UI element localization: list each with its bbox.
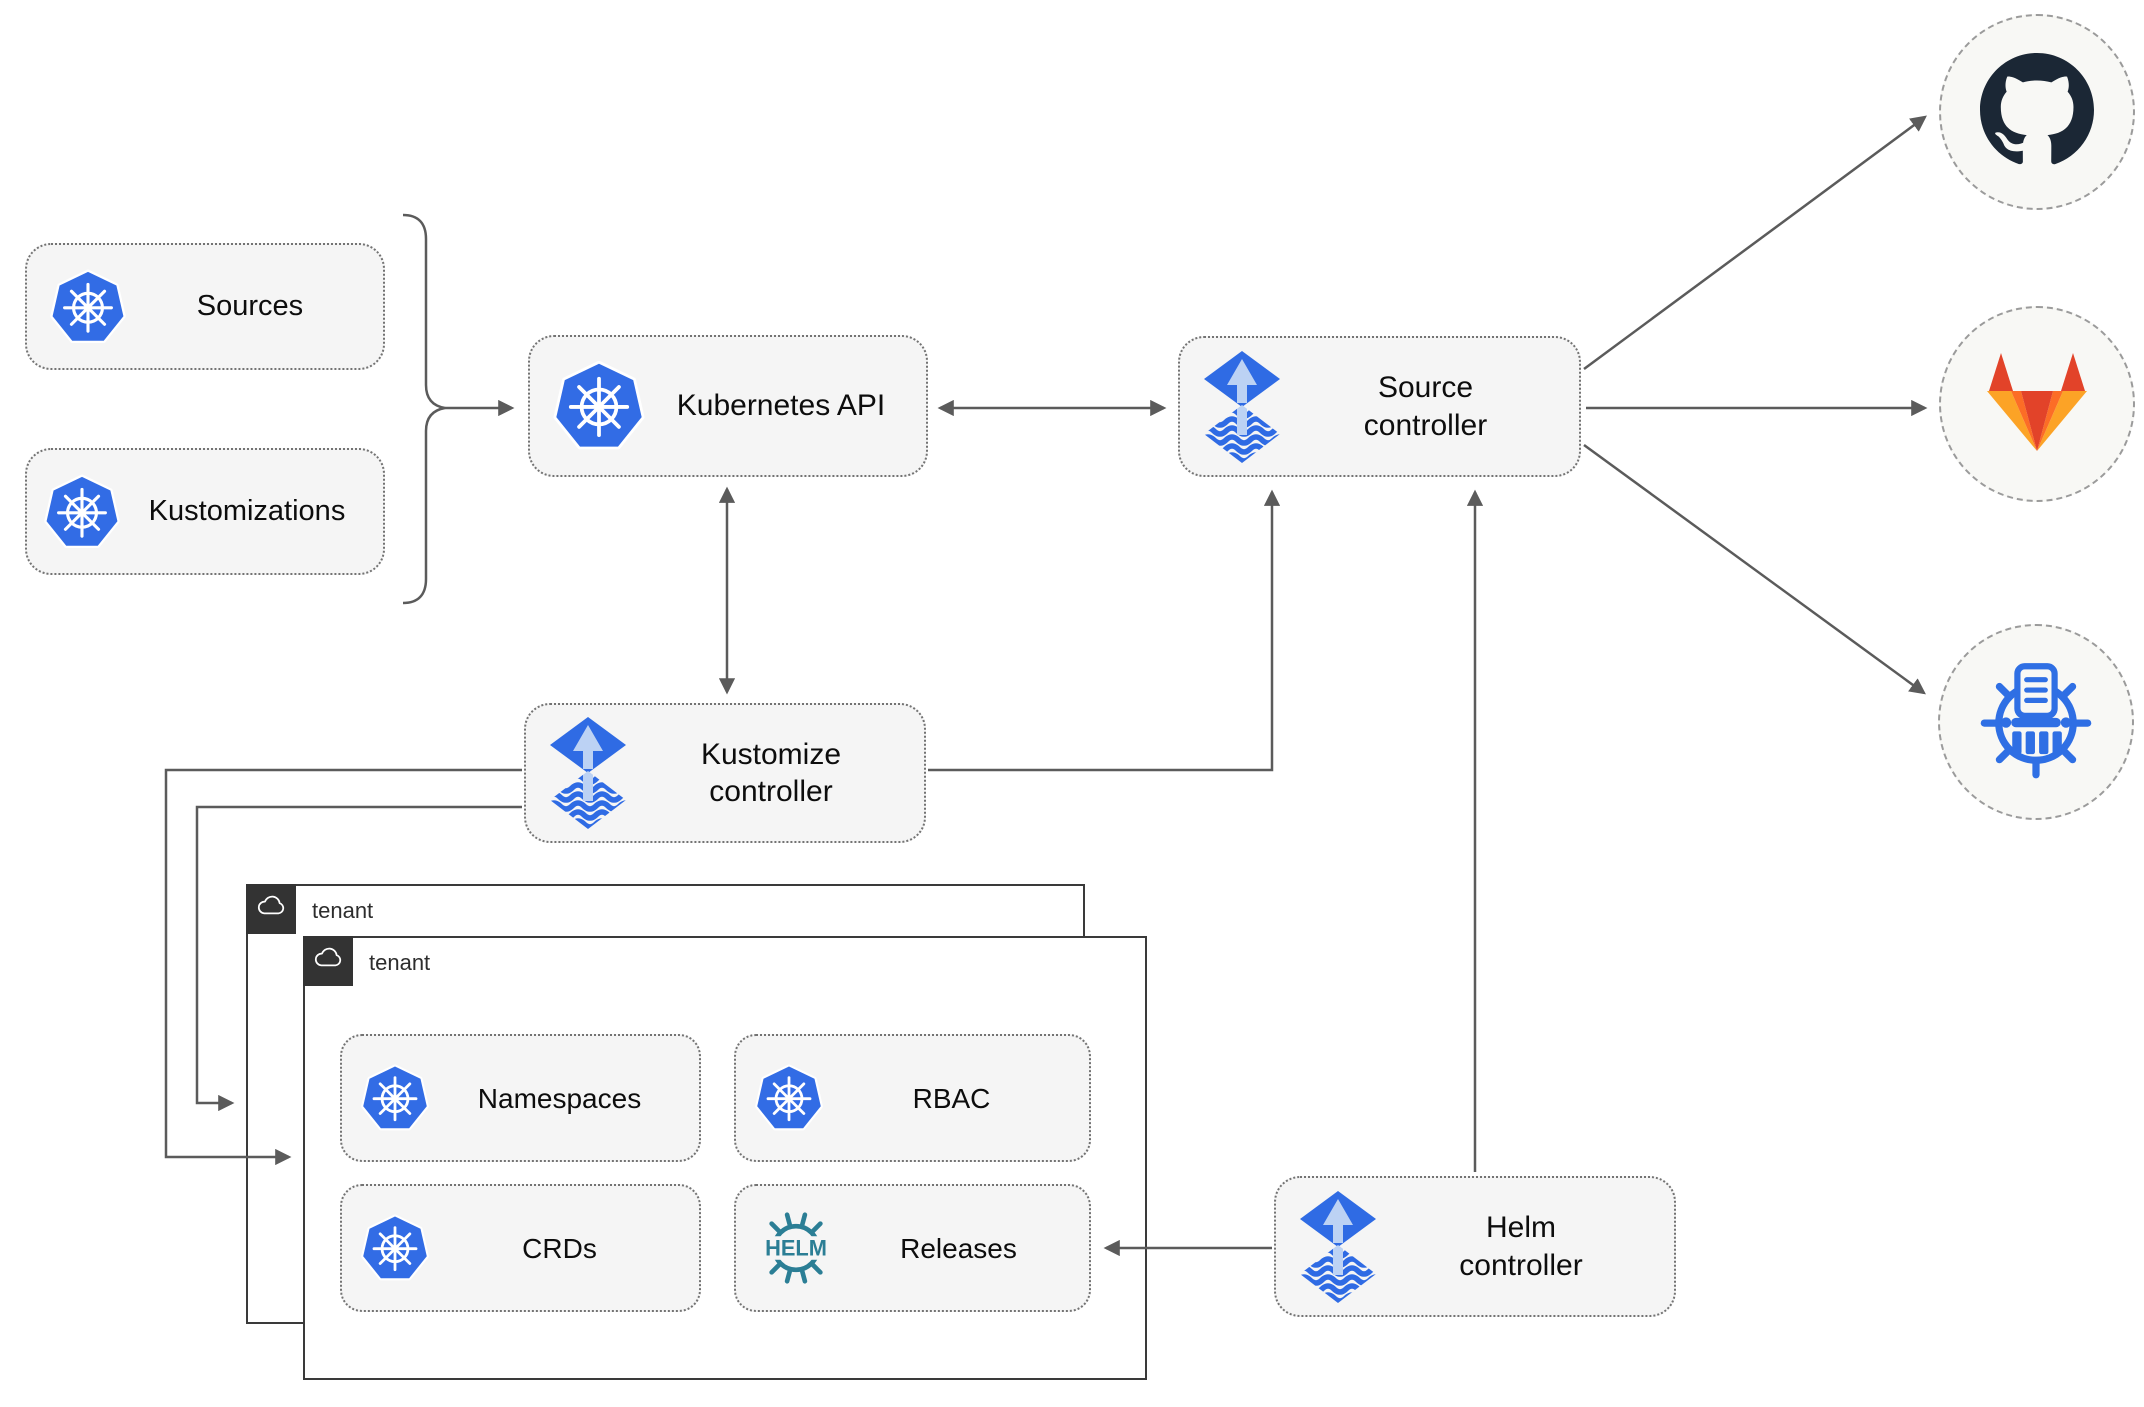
node-source-controller: Source controller bbox=[1178, 336, 1581, 477]
kubernetes-icon bbox=[360, 1063, 430, 1133]
gitlab-icon bbox=[1977, 347, 2097, 462]
cloud-icon bbox=[255, 890, 287, 927]
node-kubernetes-api: Kubernetes API bbox=[528, 335, 928, 477]
node-releases-label: Releases bbox=[900, 1232, 1017, 1264]
node-helm-controller: Helm controller bbox=[1274, 1176, 1676, 1317]
flux-icon bbox=[1298, 1190, 1378, 1303]
flux-icon bbox=[1202, 350, 1282, 463]
cloud-icon bbox=[312, 942, 344, 979]
node-namespaces: Namespaces bbox=[340, 1034, 701, 1162]
github-endpoint bbox=[1939, 14, 2135, 210]
inner-tenant-badge bbox=[302, 935, 353, 986]
outer-tenant-badge bbox=[245, 883, 296, 934]
kubernetes-icon bbox=[754, 1063, 824, 1133]
node-kustomizations-label: Kustomizations bbox=[148, 495, 346, 528]
node-source-controller-label: Source controller bbox=[1363, 371, 1488, 442]
node-sources-label: Sources bbox=[196, 290, 304, 323]
edge-source-controller-github bbox=[1583, 115, 1927, 371]
helm-icon: HELM bbox=[754, 1206, 838, 1290]
edge-bracket bbox=[402, 213, 446, 605]
helm-badge-text: HELM bbox=[765, 1236, 827, 1261]
inner-tenant-label: tenant bbox=[369, 950, 431, 975]
kubernetes-icon bbox=[360, 1213, 430, 1283]
kubernetes-icon bbox=[49, 268, 127, 346]
kubernetes-icon bbox=[43, 473, 121, 551]
node-namespaces-label: Namespaces bbox=[477, 1082, 642, 1114]
flux-icon bbox=[548, 717, 628, 829]
outer-tenant-label: tenant bbox=[312, 898, 374, 923]
node-rbac: RBAC bbox=[734, 1034, 1091, 1162]
github-icon bbox=[1980, 52, 2094, 172]
kubernetes-icon bbox=[552, 359, 646, 453]
node-releases: HELM Releases bbox=[734, 1184, 1091, 1312]
gitlab-endpoint bbox=[1939, 306, 2135, 502]
node-helm-controller-label: Helm controller bbox=[1459, 1211, 1583, 1282]
chart-repository-endpoint bbox=[1938, 624, 2134, 820]
node-kubernetes-api-label: Kubernetes API bbox=[676, 389, 886, 423]
node-rbac-label: RBAC bbox=[912, 1082, 991, 1114]
chart-museum-icon bbox=[1974, 658, 2098, 787]
node-kustomizations: Kustomizations bbox=[25, 448, 385, 575]
node-sources: Sources bbox=[25, 243, 385, 370]
edge-kustomize-controller-source-controller bbox=[928, 489, 1281, 772]
node-crds: CRDs bbox=[340, 1184, 701, 1312]
node-kustomize-controller: Kustomize controller bbox=[524, 703, 926, 843]
node-crds-label: CRDs bbox=[522, 1232, 597, 1264]
edge-source-controller-chart-repository bbox=[1583, 443, 1926, 695]
node-kustomize-controller-label: Kustomize controller bbox=[700, 737, 842, 809]
